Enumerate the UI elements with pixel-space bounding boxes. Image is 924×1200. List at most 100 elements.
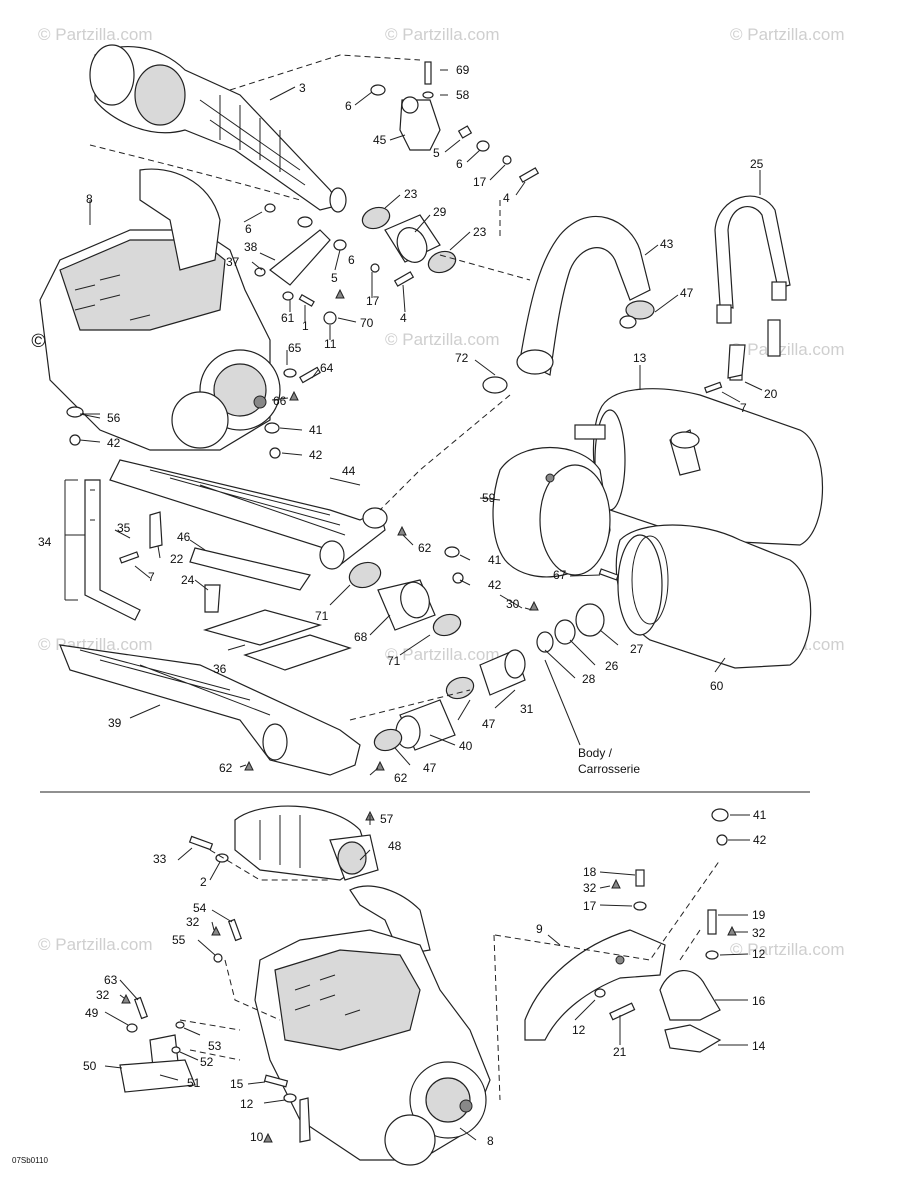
callout-label: 7 — [148, 570, 155, 584]
callout-label: 72 — [455, 351, 469, 365]
callout-label: 62 — [418, 541, 432, 555]
callout-label: 22 — [170, 552, 184, 566]
callout-label: 9 — [536, 922, 543, 936]
callout-label: 12 — [752, 947, 766, 961]
callout-label: 46 — [177, 530, 191, 544]
callout-label: 53 — [208, 1039, 222, 1053]
callout-label: 16 — [752, 994, 766, 1008]
callout-label: 18 — [583, 865, 597, 879]
watermark: © Partzilla.com — [730, 25, 845, 44]
callout-label: 64 — [320, 361, 334, 375]
callout-label: 8 — [86, 192, 93, 206]
callout-label: 66 — [273, 394, 287, 408]
pipe-43 — [516, 216, 655, 376]
callout-label: 61 — [281, 311, 295, 325]
watermark: © Partzilla.com — [385, 25, 500, 44]
callout-label: 65 — [288, 341, 302, 355]
engine-assembly-8-bottom — [254, 929, 491, 1166]
callout-label: 17 — [583, 899, 597, 913]
callout-label: 32 — [186, 915, 200, 929]
watermark: © Partzilla.com — [38, 935, 153, 954]
callout-label: 42 — [309, 448, 323, 462]
callout-label: 56 — [107, 411, 121, 425]
callout-label: 37 — [226, 255, 240, 269]
callout-label: 15 — [230, 1077, 244, 1091]
callout-label: 25 — [750, 157, 764, 171]
connector-hoses-top — [361, 206, 457, 274]
callout-label: 47 — [482, 717, 496, 731]
callout-label: 8 — [487, 1134, 494, 1148]
callout-label: 41 — [753, 808, 767, 822]
callout-label: 31 — [520, 702, 534, 716]
hoses-68-71 — [348, 561, 462, 637]
callout-label: 23 — [404, 187, 418, 201]
callout-label: 42 — [753, 833, 767, 847]
callout-label: 1 — [302, 319, 309, 333]
watermark: © Partzilla.com — [730, 340, 845, 359]
callout-label: 63 — [104, 973, 118, 987]
callout-label: 42 — [488, 578, 502, 592]
callout-label: 26 — [605, 659, 619, 673]
callout-label: 28 — [582, 672, 596, 686]
callout-label: 71 — [315, 609, 329, 623]
callout-label: 45 — [373, 133, 387, 147]
exhaust-pipe-3 — [89, 44, 347, 213]
watermark: © Partzilla.com — [730, 940, 845, 959]
callout-label: 44 — [342, 464, 356, 478]
callout-label: 6 — [345, 99, 352, 113]
muffler-59 — [492, 446, 611, 578]
callout-label: 19 — [752, 908, 766, 922]
callout-label: 59 — [482, 491, 496, 505]
callout-label: 32 — [752, 926, 766, 940]
callout-label: 21 — [613, 1045, 627, 1059]
leader-lines-bottom — [104, 814, 750, 1141]
callout-label: 10 — [250, 1130, 264, 1144]
callout-label: 4 — [400, 311, 407, 325]
clips-top — [66, 315, 746, 771]
callout-label: 40 — [459, 739, 473, 753]
exhaust-manifold-bottom — [234, 805, 431, 956]
dashed-guides-bottom — [179, 849, 721, 1101]
callout-label: 55 — [172, 933, 186, 947]
callout-label: 29 — [433, 205, 447, 219]
callout-label: 39 — [108, 716, 122, 730]
callout-label: 70 — [360, 316, 374, 330]
callout-label: 41 — [309, 423, 323, 437]
callout-label: 68 — [354, 630, 368, 644]
callout-label: 60 — [710, 679, 724, 693]
callout-label: 24 — [181, 573, 195, 587]
callout-label: 5 — [331, 271, 338, 285]
callout-label: 32 — [96, 988, 110, 1002]
callout-label: 54 — [193, 901, 207, 915]
callout-label: 67 — [553, 568, 567, 582]
muffler-13 — [574, 388, 823, 546]
callout-label: 34 — [38, 535, 52, 549]
body-label-line1: Body / — [578, 746, 613, 760]
callout-label: 6 — [348, 253, 355, 267]
callout-label: 57 — [380, 812, 394, 826]
callout-label: 17 — [473, 175, 487, 189]
hardware-cluster-top — [254, 61, 540, 401]
callout-label: 36 — [213, 662, 227, 676]
pipe-39 — [59, 644, 361, 776]
hoses-40-47 — [373, 676, 475, 752]
pads-group — [149, 511, 352, 671]
watermark: © Partzilla.com — [385, 645, 500, 664]
watermark: © Partzilla.com — [38, 25, 153, 44]
callout-label: 30 — [506, 597, 520, 611]
callout-label: 7 — [740, 401, 747, 415]
callout-label: 58 — [456, 88, 470, 102]
callout-label: 38 — [244, 240, 258, 254]
diagram-code: 07Sb0110 — [12, 1156, 48, 1165]
callout-label: 35 — [117, 521, 131, 535]
callout-label: 52 — [200, 1055, 214, 1069]
callout-label: 23 — [473, 225, 487, 239]
callout-label: 14 — [752, 1039, 766, 1053]
callout-label: 47 — [423, 761, 437, 775]
callout-label: 5 — [433, 146, 440, 160]
callout-label: 4 — [503, 191, 510, 205]
callout-label: 33 — [153, 852, 167, 866]
mount-16-14 — [659, 970, 722, 1053]
